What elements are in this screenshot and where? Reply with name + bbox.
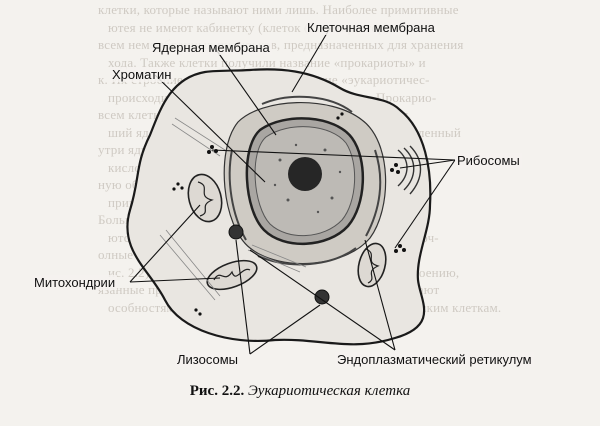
golgi-stack (397, 145, 422, 195)
caption-title: Эукариотическая клетка (247, 383, 411, 399)
chromatin-dots (273, 143, 342, 214)
figure-caption: Рис. 2.2. Эукариотическая клетка (0, 383, 600, 400)
cytoskeleton-lines (159, 117, 307, 301)
label-chromatin: Хроматин (110, 67, 174, 82)
label-nuclear-membrane: Ядерная мембрана (150, 40, 272, 55)
label-mitochondria: Митохондрии (32, 275, 118, 290)
label-er: Эндоплазматический ретикулум (335, 352, 534, 367)
lysosome-2 (314, 289, 330, 305)
mitochondrion-1 (187, 173, 223, 223)
ribosome-dots (172, 112, 406, 316)
er-fold-2 (365, 149, 382, 237)
mitochondrion-2 (206, 259, 258, 291)
caption-number: Рис. 2.2. (189, 383, 245, 399)
label-ribosomes: Рибосомы (455, 153, 522, 168)
nucleolus (288, 157, 322, 191)
lysosome-1 (228, 224, 244, 240)
label-lysosomes: Лизосомы (175, 352, 240, 367)
leader-lines (129, 27, 456, 355)
er-fold-3 (261, 95, 353, 113)
er-fold-4 (257, 247, 357, 266)
label-cell-membrane: Клеточная мембрана (305, 20, 437, 35)
